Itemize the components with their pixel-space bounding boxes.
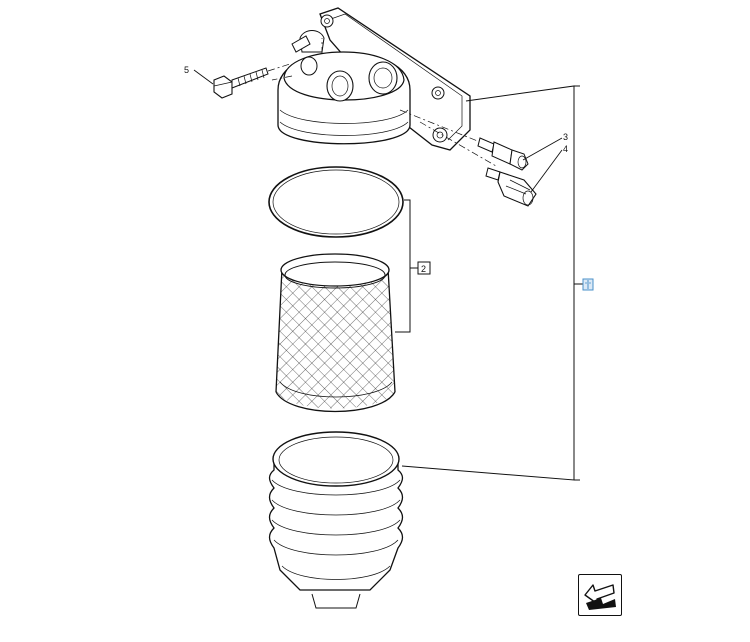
filter-head: [271, 7, 501, 167]
sensor-part: [477, 137, 529, 171]
mesh-filter-element: [275, 253, 396, 413]
callout-3: 3: [563, 132, 568, 142]
callout-labels: 5 3 4 2: [184, 65, 568, 275]
return-arrow-icon: [584, 584, 616, 610]
book-icon[interactable]: [582, 278, 594, 291]
callout-5: 5: [184, 65, 189, 75]
callout-2: 2: [421, 264, 426, 274]
connector-part: [485, 167, 537, 207]
filter-bowl: [268, 431, 404, 609]
callout-2-box: [417, 261, 431, 275]
return-navigation-button[interactable]: [578, 574, 622, 616]
callout-lines: [193, 69, 583, 481]
o-ring-seal: [268, 166, 404, 238]
bolt-part: [213, 63, 291, 99]
callout-4: 4: [563, 144, 568, 154]
